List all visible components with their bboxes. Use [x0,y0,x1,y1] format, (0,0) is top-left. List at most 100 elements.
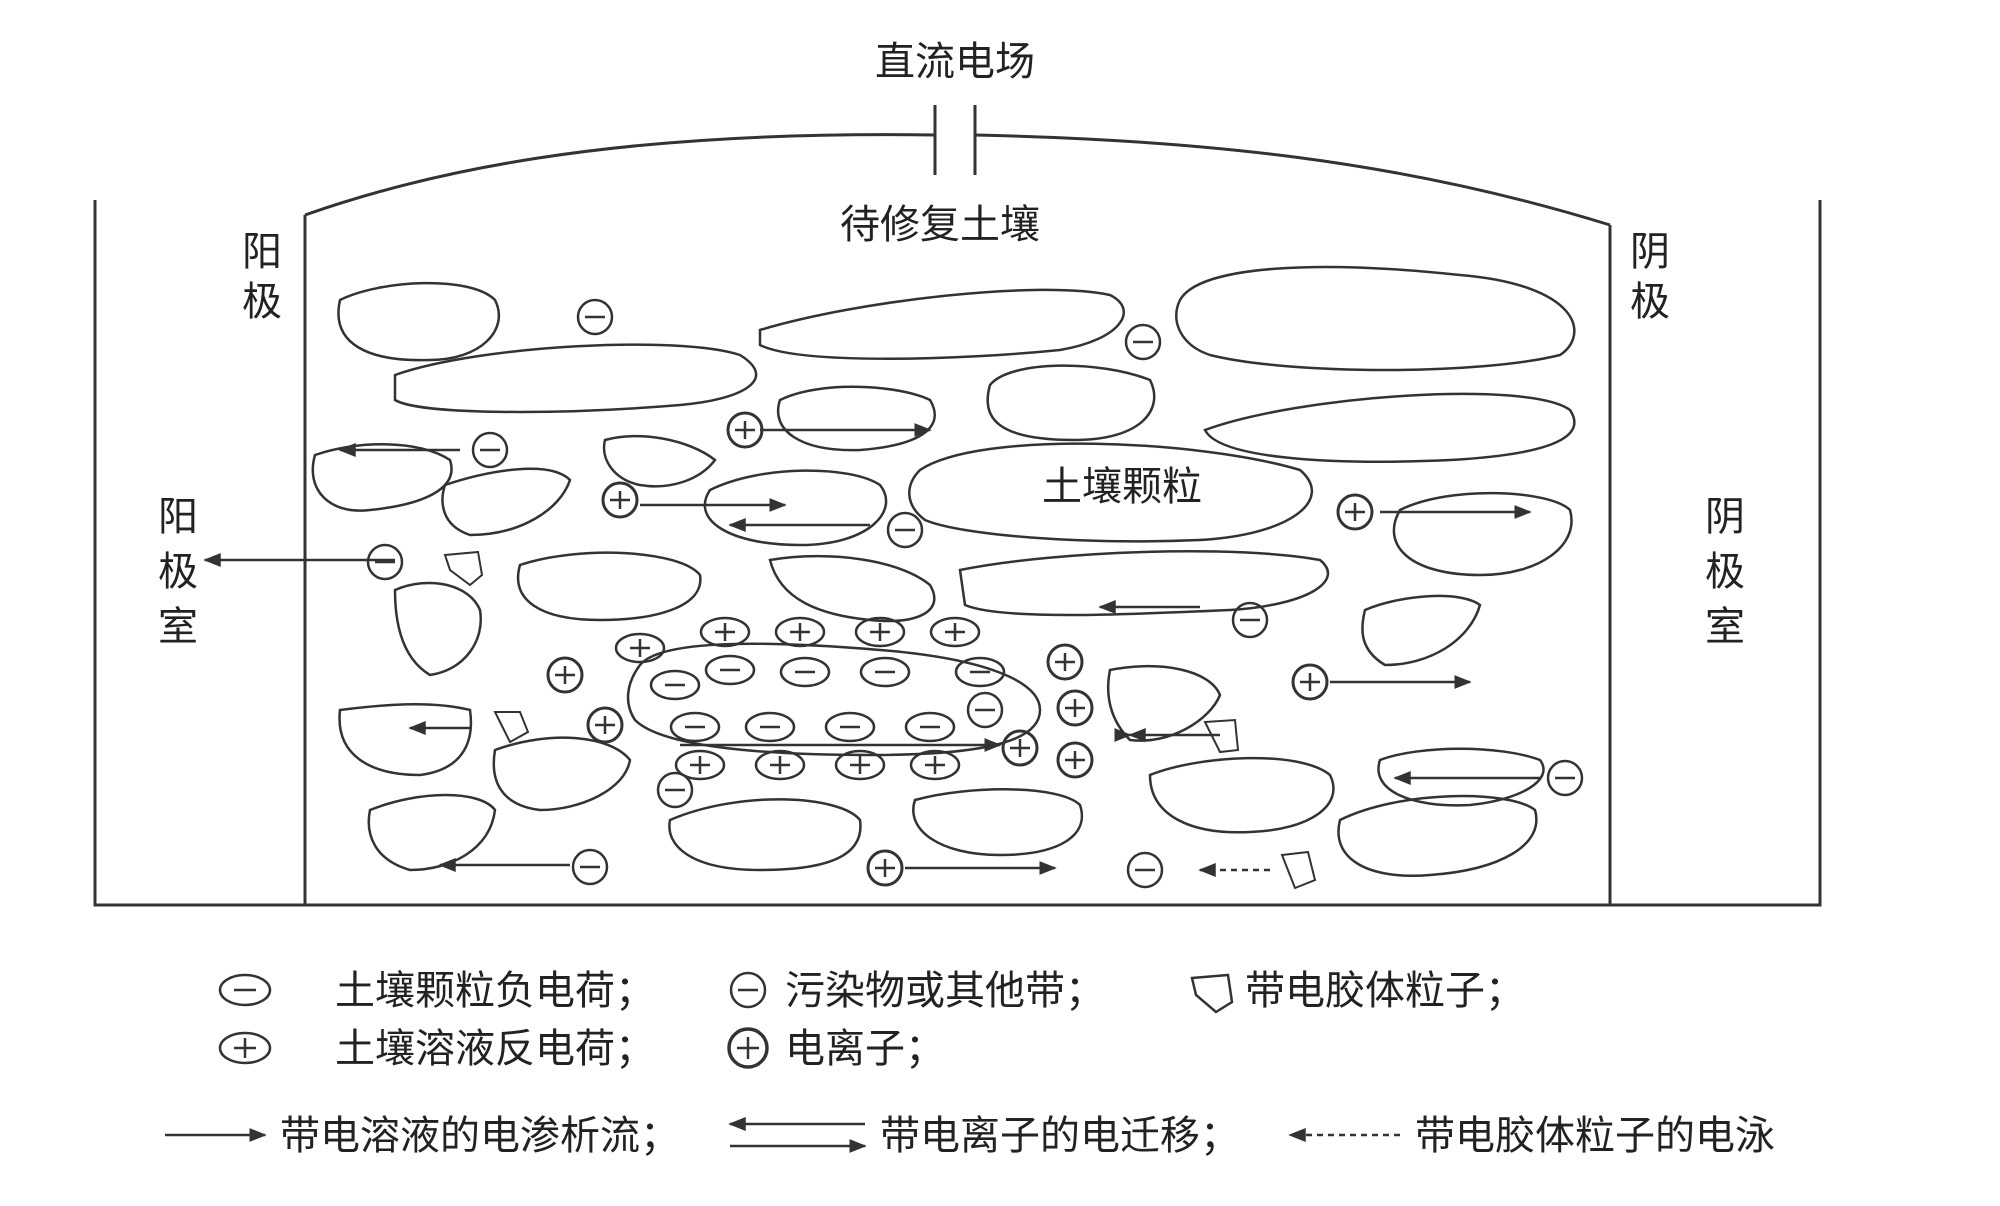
dc-wire-right [974,133,1611,227]
positive-charge [1336,493,1374,531]
positive-charge [546,656,584,694]
positive-charge [1056,689,1094,727]
legend-pollutant-icon [729,971,767,1009]
negative-charge [1126,851,1164,889]
soil-particle [777,385,936,452]
soil-particle [517,551,702,622]
soil-particle [311,443,453,512]
negative-charge [1124,323,1162,361]
anode-chamber-label-1: 阳 [158,494,198,540]
cathode-chamber-label-3: 室 [1705,604,1745,650]
soil-particle [912,788,1083,857]
soil-particle [602,434,717,488]
legend-ion-text: 电离子； [785,1026,945,1072]
legend-electrophoresis-text: 带电胶体粒子的电泳 [1415,1113,1775,1159]
positive-charge [929,616,981,648]
soil-particle [1148,756,1335,834]
positive-charge [1001,729,1039,767]
positive-charge [854,616,906,648]
soil-particle [958,550,1330,617]
cathode-chamber-label-2: 极 [1705,549,1745,595]
soil-particle [1361,594,1482,667]
legend-electromigration-text: 带电离子的电迁移； [880,1113,1240,1159]
positive-charge [909,749,961,781]
cathode-label-1: 阴 [1630,229,1670,275]
colloid-particle [443,550,484,587]
negative-charge [704,654,756,686]
positive-charge [699,616,751,648]
charges [366,298,1584,889]
soil-particle [337,281,501,362]
dc-wire-left [304,133,936,217]
soil-particle [393,581,482,677]
soil-particle [668,798,862,872]
legend-soil-negative-text: 土壤颗粒负电荷； [335,968,655,1014]
soil-particle [1337,794,1538,877]
anode-label-1: 阳 [242,229,282,275]
legend: 土壤颗粒负电荷； 污染物或其他带； 带电胶体粒子； 土壤溶液反电荷； 电离子； … [165,968,1775,1159]
soil-particle [1203,392,1576,463]
soil-particle [1392,491,1573,577]
negative-charge [576,298,614,336]
positive-charge [774,616,826,648]
negative-charge [656,771,694,809]
soil-particle [1377,747,1545,807]
anode-chamber-label-2: 极 [158,549,198,595]
legend-colloid-icon [1190,973,1234,1014]
negative-charge [966,691,1004,729]
negative-charge [886,511,924,549]
positive-charge [614,632,666,664]
positive-charge [726,411,764,449]
legend-solution-counter-text: 土壤溶液反电荷； [335,1026,655,1072]
soil-particle [338,702,473,777]
negative-charge [859,656,911,688]
cathode-label-2: 极 [1630,279,1670,325]
legend-soil-negative-icon [218,973,272,1007]
positive-charge [866,849,904,887]
particle-label: 土壤颗粒 [1042,464,1202,510]
colloid-particle [1203,718,1240,754]
colloid-particles [443,550,1317,890]
cathode-chamber-label-1: 阴 [1705,494,1745,540]
positive-charge [754,749,806,781]
colloid-particle [493,711,530,744]
positive-charge [1291,663,1329,701]
soil-particle [393,343,758,414]
negative-charge [649,669,701,701]
soil-particle [758,288,1125,360]
flow-arrows [203,423,1540,877]
soil-particle [768,554,936,623]
negative-charge [1546,759,1584,797]
negative-charge [669,711,721,743]
anode-label-2: 极 [242,279,282,325]
legend-solution-counter-icon [218,1031,272,1065]
positive-charge [674,749,726,781]
negative-charge [366,543,404,581]
soil-particle [908,442,1314,543]
negative-charge [1231,601,1269,639]
positive-charge [586,706,624,744]
legend-colloid-text: 带电胶体粒子； [1245,968,1525,1014]
soil-particle [441,467,572,537]
outer-container [93,200,1822,907]
negative-charge [824,711,876,743]
soil-particle [1175,265,1576,372]
positive-charge [1046,643,1084,681]
diagram-title: 直流电场 [875,39,1035,85]
colloid-particle [1280,850,1317,890]
soil-particles [311,265,1576,877]
soil-particle [1106,664,1222,742]
positive-charge [1056,741,1094,779]
negative-charge [744,711,796,743]
soil-particle [367,793,497,872]
negative-charge [571,848,609,886]
soil-particle [492,736,632,812]
negative-charge [904,711,956,743]
anode-chamber-label-3: 室 [158,604,198,650]
negative-charge [954,656,1006,688]
soil-particle [986,364,1156,442]
negative-charge [471,431,509,469]
legend-electroosmosis-text: 带电溶液的电渗析流； [280,1113,680,1159]
soil-label: 待修复土壤 [840,202,1040,248]
